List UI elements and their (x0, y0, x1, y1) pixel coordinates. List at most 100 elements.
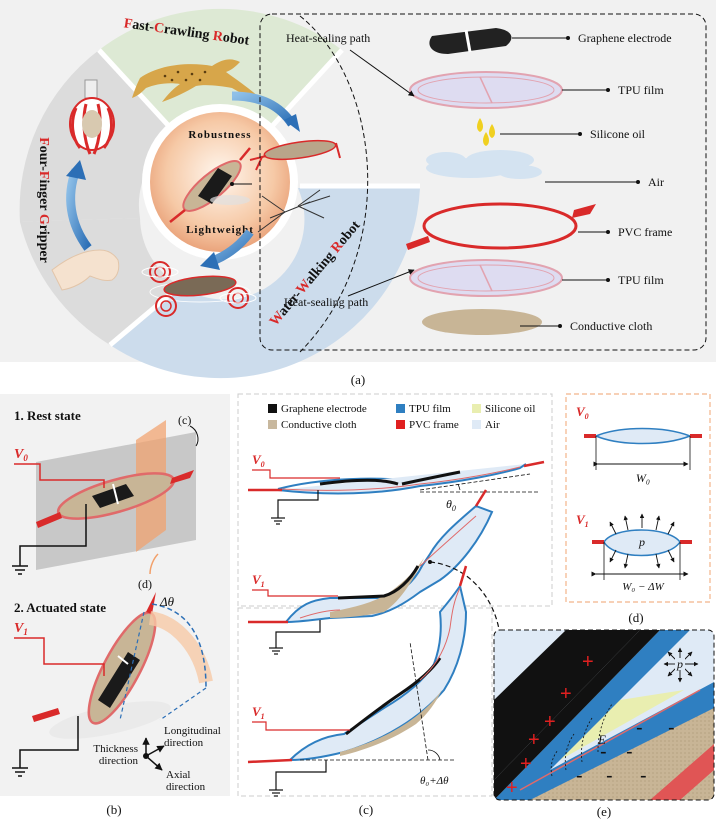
legend-swatch-pvc (396, 420, 405, 429)
exploded-layers (406, 28, 596, 335)
heat-sealing-label-bottom: Heat-sealing path (284, 295, 368, 309)
magnify-callout-curve (429, 561, 501, 637)
actuated-cross-section (247, 565, 468, 764)
delta-theta-label: Δθ (159, 594, 175, 609)
water-walking-robot-illustration (141, 261, 257, 317)
panel-d-flat-pouch (584, 427, 702, 470)
panel-d-w-diff-label: W₀ − ΔW (622, 581, 664, 593)
exploded-view-box (259, 13, 707, 351)
rest-state-title: 1. Rest state (14, 408, 81, 423)
panel-d-v1-label: V1 (576, 512, 589, 529)
legend-label-graphene: Graphene electrode (281, 403, 367, 415)
svg-text:+: + (506, 777, 518, 799)
four-finger-gripper-title: Four-Finger Gripper (36, 137, 51, 263)
layer-label-silicone: Silicone oil (590, 127, 646, 141)
svg-text:+: + (582, 651, 594, 673)
panel-e: + + + + + + - - - - - - - E (493, 629, 715, 819)
crawling-robot-illustration (249, 139, 341, 171)
cheetah-illustration (132, 59, 262, 102)
legend-swatch-silicone (472, 404, 481, 413)
panel-d: V0 W₀ V1 (565, 393, 711, 625)
actuated-voltage-label: V1 (14, 621, 28, 637)
mid-cross-section (248, 489, 494, 624)
conductive-cloth-layer (422, 309, 542, 335)
center-actuator-illustration (169, 147, 251, 223)
water-strider-illustration (257, 189, 331, 233)
rest-voltage-label: V0 (14, 447, 28, 463)
gripper-illustration (69, 79, 115, 155)
panel-e-box (493, 629, 715, 801)
ground-symbol-actuated (12, 767, 28, 777)
tpu-film-bottom-layer (409, 259, 563, 297)
layer-label-graphene: Graphene electrode (578, 31, 672, 45)
svg-text:-: - (668, 717, 675, 739)
layer-label-tpu-bottom: TPU film (618, 273, 664, 287)
legend-label-cloth: Conductive cloth (281, 419, 357, 431)
actuated-actuator (32, 592, 213, 739)
fast-crawling-robot-title: Fast-Crawling Robot (123, 16, 251, 48)
ring-segment-bottom (110, 188, 420, 379)
panel-b-label: (b) (106, 802, 121, 817)
legend-swatch-air (472, 420, 481, 429)
positive-charges: + + + + + + (506, 651, 594, 799)
legend-label-tpu: TPU film (409, 403, 451, 415)
rest-actuator (36, 470, 194, 528)
svg-text:-: - (600, 741, 607, 763)
svg-text:+: + (560, 683, 572, 705)
panel-c-label: (c) (359, 802, 373, 817)
ring-segment-left-lower (20, 218, 180, 345)
actuated-state-title: 2. Actuated state (14, 600, 106, 615)
legend-swatch-cloth (268, 420, 277, 429)
panel-e-pressure-label: p (676, 657, 683, 671)
axes-triad (142, 737, 165, 771)
field-arcs (550, 703, 613, 777)
layer-label-air: Air (648, 175, 664, 189)
svg-text:+: + (528, 729, 540, 751)
ground-symbol-rest (12, 565, 28, 575)
legend-label-pvc: PVC frame (409, 419, 459, 431)
rest-cross-section-voltage: V0 (252, 452, 265, 469)
layer-label-tpu-top: TPU film (618, 83, 664, 97)
tpu-film-top-layer (409, 71, 563, 109)
callout-c-label: (c) (178, 413, 191, 427)
panel-d-v0-label: V0 (576, 404, 589, 421)
layer-labels: Graphene electrode TPU film Silicone oil… (500, 31, 672, 333)
theta-sum-label: θ₀+Δθ (420, 775, 449, 787)
air-cloud (426, 150, 542, 179)
center-top-label: Robustness (188, 129, 251, 141)
panel-d-inflated-pouch (591, 513, 692, 580)
svg-text:+: + (520, 753, 532, 775)
legend-swatch-tpu (396, 404, 405, 413)
svg-text:-: - (576, 765, 583, 787)
panel-c: Graphene electrode TPU film Silicone oil… (237, 393, 553, 817)
panel-e-field-label: E (597, 732, 606, 747)
svg-text:+: + (544, 711, 556, 733)
panel-d-box (565, 393, 711, 603)
callout-dashed-curve (299, 15, 369, 353)
panel-a-label: (a) (351, 372, 365, 387)
actuated-cross-section-voltage: V1 (252, 704, 265, 721)
panel-b: 1. Rest state V0 (c) (d) 2. Actuated sta… (0, 394, 230, 817)
layer-label-cloth: Conductive cloth (570, 319, 652, 333)
panel-a: Robustness Lightweight Fast-Crawling Rob… (0, 0, 716, 387)
svg-text:-: - (640, 765, 647, 787)
layer-label-pvc: PVC frame (618, 225, 672, 239)
theta0-label: θ0 (446, 497, 456, 513)
hand-illustration (51, 249, 120, 291)
callout-d-label: (d) (138, 577, 152, 591)
hand-to-gripper-arrow (66, 168, 92, 251)
silicone-oil-drops (477, 118, 495, 146)
mid-cross-section-voltage: V1 (252, 572, 265, 589)
graphene-electrode-layer (429, 28, 512, 54)
legend-label-silicone: Silicone oil (485, 403, 535, 415)
rest-cross-section (248, 460, 545, 495)
heat-sealing-label-top: Heat-sealing path (286, 31, 370, 45)
legend-swatch-graphene (268, 404, 277, 413)
center-bottom-label: Lightweight (186, 224, 254, 236)
panel-d-label: (d) (628, 610, 643, 625)
svg-text:-: - (606, 765, 613, 787)
